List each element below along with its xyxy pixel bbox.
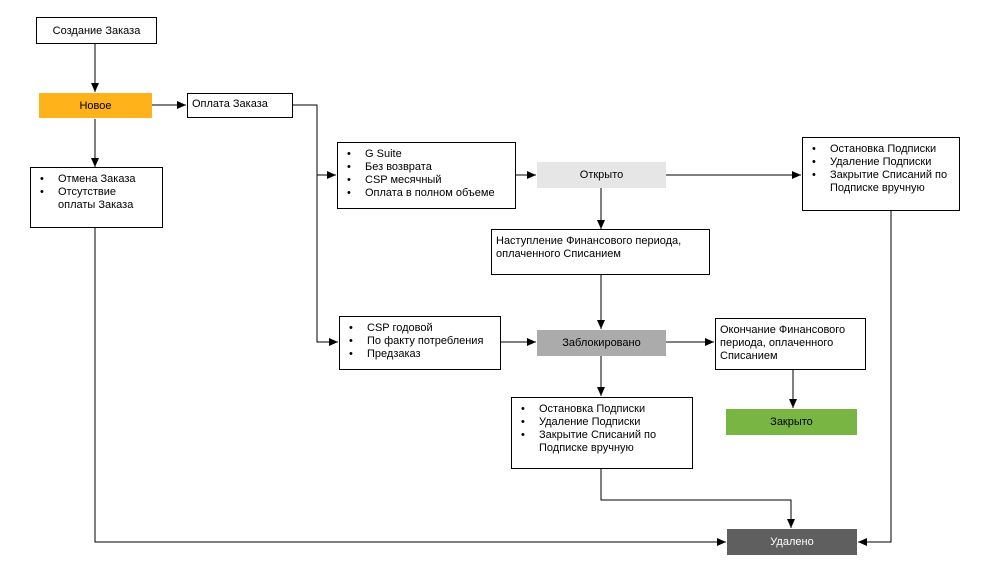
arrow-payment-to-block-conditions [316,175,338,346]
list-item: По факту потребления [340,335,483,348]
status-closed-label: Закрыто [770,416,813,428]
arrow-stop-block-to-deleted [600,469,795,528]
status-blocked-node: Заблокировано [537,330,666,356]
list-item: Остановка Подписки [803,143,947,156]
open-conditions-node: G Suite Без возврата CSP месячный Оплата… [337,142,516,209]
stop-after-open-list: Остановка Подписки Удаление Подписки Зак… [803,143,947,195]
list-item: Подписке вручную [830,182,925,194]
list-item: Без возврата [338,161,495,174]
status-closed-node: Закрыто [726,409,857,435]
arrow-cancel-to-deleted [94,228,726,546]
order-payment-node: Оплата Заказа [187,93,293,118]
fin-period-start-line-1: Наступление Финансового периода, [496,235,682,247]
status-blocked-label: Заблокировано [562,337,641,349]
stop-after-open-node: Остановка Подписки Удаление Подписки Зак… [802,137,960,211]
arrow-payment-to-open-conditions [293,104,336,179]
list-item: Подписке вручную [539,442,634,454]
create-order-node: Создание Заказа [36,17,157,44]
fin-period-end-line-2: периода, оплаченного [720,337,834,349]
list-item: Закрытие Списаний по [512,429,656,442]
list-item: Отсутствие [31,186,136,199]
block-conditions-list: CSP годовой По факту потребления Предзак… [340,322,483,361]
block-conditions-node: CSP годовой По факту потребления Предзак… [339,316,501,370]
cancel-reasons-list: Отмена Заказа Отсутствие оплаты Заказа [31,173,136,212]
status-deleted-label: Удалено [770,536,814,548]
status-open-node: Открыто [537,162,666,188]
list-item: G Suite [338,148,495,161]
list-item: Удаление Подписки [803,156,947,169]
status-new-node: Новое [39,93,152,118]
status-deleted-node: Удалено [727,529,857,555]
status-new-label: Новое [79,99,112,112]
fin-period-start-line-2: оплаченного Списанием [496,248,621,260]
fin-period-end-line-1: Окончание Финансового [720,324,846,336]
fin-period-start-node: Наступление Финансового периода, оплачен… [491,229,710,275]
list-item: Остановка Подписки [512,403,656,416]
list-item: CSP месячный [338,174,495,187]
list-item: CSP годовой [340,322,483,335]
list-item: Отмена Заказа [31,173,136,186]
stop-after-block-node: Остановка Подписки Удаление Подписки Зак… [511,397,693,469]
status-open-label: Открыто [579,169,624,181]
create-order-label: Создание Заказа [52,24,141,37]
cancel-reasons-node: Отмена Заказа Отсутствие оплаты Заказа [30,167,163,228]
list-item: Закрытие Списаний по [803,169,947,182]
fin-period-end-line-3: Списанием [720,350,778,362]
arrow-stop-open-to-deleted [858,211,892,546]
fin-period-end-node: Окончание Финансового периода, оплаченно… [715,318,866,370]
open-conditions-list: G Suite Без возврата CSP месячный Оплата… [338,148,495,200]
list-item: Удаление Подписки [512,416,656,429]
list-item: Предзаказ [340,348,483,361]
list-item: оплаты Заказа [58,199,134,211]
order-payment-label: Оплата Заказа [192,98,268,110]
stop-after-block-list: Остановка Подписки Удаление Подписки Зак… [512,403,656,455]
list-item: Оплата в полном объеме [338,187,495,200]
